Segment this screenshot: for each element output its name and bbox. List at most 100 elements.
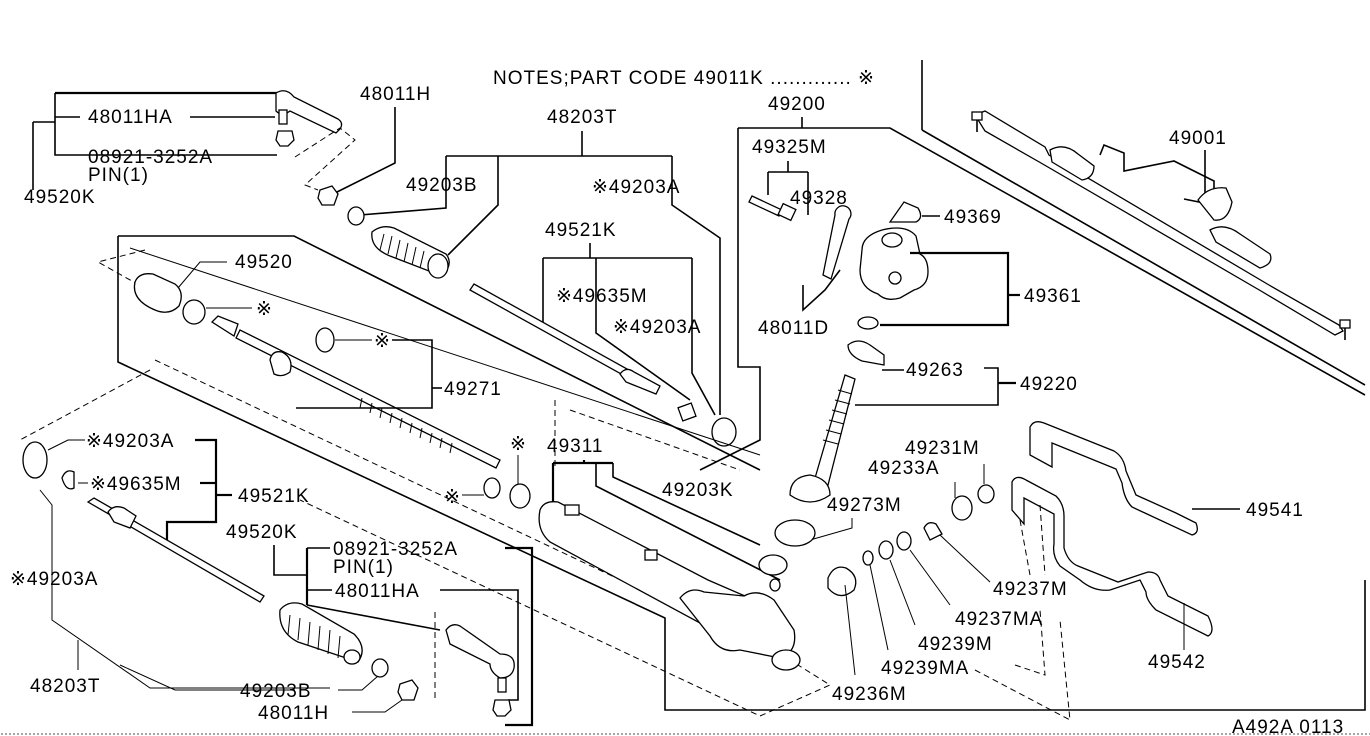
lever-icon [822,205,852,280]
washer-icon [878,540,894,560]
clamp-icon [711,417,737,447]
tie-rod-end-icon [445,624,515,679]
label-asterisk-3: ※ [510,434,527,455]
castle-nut-icon [275,130,295,147]
oil-seal-icon [182,299,206,325]
label-49001: 49001 [1169,128,1227,149]
label-48011HA-low: 48011HA [335,581,420,602]
label-48011H: 48011H [360,84,431,105]
nut-48011H-top: 48011H [317,84,431,206]
label-49273M: 49273M [827,495,902,516]
gear-housing-group: 49311 49203K [538,436,801,671]
label-49263: 49263 [906,360,964,381]
label-asterisk-2: ※ [374,331,391,352]
notes-text: NOTES;PART CODE 49011K ............. ※ [493,68,875,89]
rack-parts: 49520 ※ ※ 49271 ※ ※ [133,252,531,509]
nut-icon [951,495,973,521]
label-49203A-mid: ※49203A [613,317,701,338]
seal-ring-icon [857,316,879,330]
ball-stud-icon [278,109,288,125]
label-49542: 49542 [1148,652,1206,673]
label-48011H-low: 48011H [258,703,329,724]
adjuster-icon [827,566,857,597]
lock-washer-icon [677,402,697,422]
label-48011HA: 48011HA [88,107,173,128]
rack-housing-frame [19,235,1366,717]
seal-icon [315,327,335,353]
figure-id: A492A 0113 [1232,717,1344,736]
label-48203T-low: 48203T [30,676,100,697]
label-49521K-left: 49521K [238,486,310,507]
label-49203A-low: ※49203A [10,569,98,590]
label-49520: 49520 [235,252,293,273]
label-49635M-left: ※49635M [90,474,182,495]
bushing-icon [133,273,182,313]
dust-seal-icon [847,340,885,366]
label-pin-low: PIN(1) [333,557,394,578]
fitting-icon [977,484,995,504]
steering-gear-assembly: 49001 [971,110,1351,340]
label-49311: 49311 [547,436,603,457]
power-steering-valve-group: 49200 49325M 49328 48011D 49361 49369 49… [699,94,1366,503]
label-asterisk-4: ※ [444,487,461,508]
hoses-group: 49541 49542 [1011,421,1304,673]
label-49236M: 49236M [832,684,907,705]
bracket-icon [888,201,922,223]
hose-49542-icon [1011,476,1213,637]
label-49325M: 49325M [752,137,827,158]
seal-icon [483,477,501,499]
castle-nut-icon [492,699,512,717]
label-49541: 49541 [1246,500,1304,521]
label-08921-3252A: 08921-3252A [88,147,213,168]
nut-icon [758,554,788,576]
boot-group-top: 48203T 49203B ※49203A [347,107,721,415]
seal-icon [789,474,831,503]
label-49200: 49200 [768,94,826,115]
label-49271: 49271 [444,379,502,400]
hose-49541-icon [1029,421,1198,536]
clamp-icon [371,658,389,678]
bottom-border [0,732,1370,736]
o-ring-icon [774,519,816,547]
boot-right-icon [1209,226,1272,269]
label-49361: 49361 [1024,286,1082,307]
label-49369: 49369 [944,207,1002,228]
label-pin: PIN(1) [88,165,149,186]
rack-icon [235,329,501,469]
lock-washer-icon [61,470,75,490]
spring-icon [923,522,943,541]
label-49239M: 49239M [918,634,993,655]
rack-end-icon [210,315,239,337]
label-49520K-low: 49520K [226,522,298,543]
clamp-icon [22,441,48,479]
label-49237M: 49237M [993,579,1068,600]
washer-icon [862,550,874,566]
label-49233A: 49233A [868,458,940,479]
label-49231M: 49231M [905,438,980,459]
valve-body-icon [679,589,796,659]
tie-rod-end-top-group: 48011HA 08921-3252A PIN(1) 49520K [24,90,356,208]
inner-tie-rod-group-left: ※49203A ※49635M 49521K ※49203A 48203T [10,431,330,697]
label-49203B-low: 49203B [240,681,312,702]
label-49520K: 49520K [24,187,96,208]
bolt-icon [748,195,783,217]
label-49203B: 49203B [406,175,478,196]
tie-rod-end-lower-group: 49520K 08921-3252A PIN(1) 48011HA 49203B… [226,522,534,727]
label-49237MA: 49237MA [955,609,1043,630]
label-08921-3252A-low: 08921-3252A [333,539,458,560]
label-49220: 49220 [1020,374,1078,395]
valve-icon [1197,187,1233,221]
frame-line [921,129,1366,386]
label-49635M: ※49635M [556,286,648,307]
label-49328: 49328 [790,188,848,209]
boot-left-icon [1049,146,1095,181]
bushing-icon [509,483,531,509]
label-48011D: 48011D [758,318,829,339]
valve-housing-icon [859,227,929,300]
label-49239MA: 49239MA [881,658,969,679]
label-49203A: ※49203A [592,177,680,198]
inner-tie-rod-group-top: 49521K ※49635M ※49203A [469,220,737,447]
clamp-icon [347,206,365,226]
label-asterisk-1: ※ [256,299,273,320]
